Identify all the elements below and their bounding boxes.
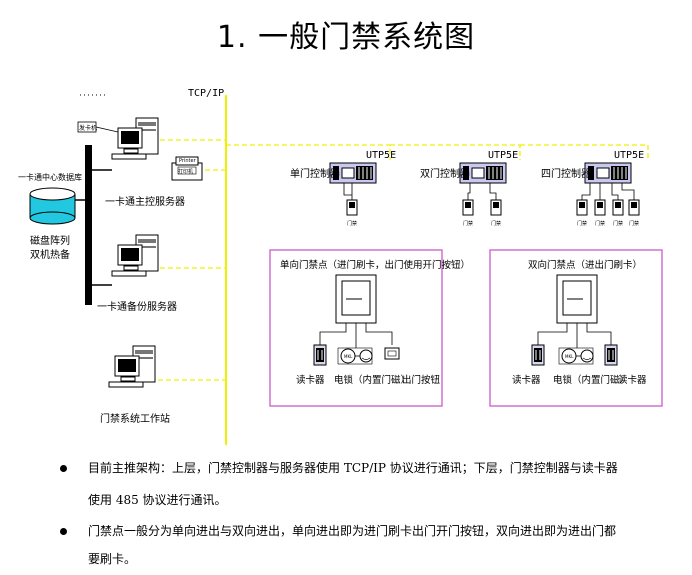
controller-3-reader-c-tag: 门禁 — [613, 220, 623, 227]
bullet-dot-icon — [60, 528, 67, 535]
controller-3-reader-a-icon — [576, 199, 588, 216]
controller-3-label: 四门控制器 — [541, 167, 591, 180]
double-panel-lock-text: MKL — [565, 354, 574, 359]
four-door-controller-icon — [584, 162, 632, 184]
double-panel-door-icon — [556, 274, 598, 324]
printer-screen-text: Printer — [179, 158, 197, 164]
database-icon — [29, 187, 76, 225]
single-panel-reader-label: 读卡器 — [296, 374, 325, 386]
single-panel-door-icon — [335, 274, 377, 324]
single-panel-reader-icon — [313, 344, 327, 366]
controller-3-reader-a-tag: 门禁 — [577, 220, 587, 227]
main-server-label: 一卡通主控服务器 — [105, 195, 185, 208]
bullet-dot-icon — [60, 465, 67, 472]
controller-3-reader-b-icon — [594, 199, 606, 216]
storage-label-2: 双机热备 — [30, 248, 70, 261]
exit-button-label: 出门按钮 — [402, 374, 441, 386]
bullet-1-line-1: 目前主推架构：上层，门禁控制器与服务器使用 TCP/IP 协议进行通讯；下层，门… — [88, 461, 618, 475]
double-panel-reader-right-label: 读卡器 — [618, 374, 647, 386]
bullet-2-line-1: 门禁点一般分为单向进出与双向进出，单向进出即为进门刷卡出门开门按钮，双向进出即为… — [88, 524, 617, 538]
printer-tag: 打印机 — [178, 168, 193, 175]
single-panel-lock-label: 电锁（内置门磁） — [334, 374, 410, 386]
double-panel-lock-icon — [558, 347, 594, 365]
double-panel-reader-left-label: 读卡器 — [512, 374, 541, 386]
double-panel-reader-left-icon — [531, 344, 545, 366]
controller-1-reader-tag: 门禁 — [347, 220, 357, 227]
bullet-1-line-2: 使用 485 协议进行通讯。 — [88, 493, 227, 507]
controller-2-label: 双门控制器 — [420, 167, 470, 180]
controller-3-reader-b-tag: 门禁 — [595, 220, 605, 227]
single-panel-lock-icon — [337, 347, 373, 365]
controller-3-reader-d-icon — [628, 199, 640, 216]
database-title: 一卡通中心数据库 — [18, 172, 82, 182]
double-panel-title: 双向门禁点（进出门刷卡） — [528, 259, 642, 271]
bullet-2-line-2: 要刷卡。 — [88, 552, 137, 566]
controller-2-model: UTP5E — [488, 150, 518, 161]
controller-1-reader-icon — [346, 199, 358, 216]
exit-button-icon — [384, 347, 400, 360]
server-rack-bar — [85, 145, 92, 305]
storage-label-1: 磁盘阵列 — [30, 234, 70, 247]
camera-tag: 发卡机 — [79, 124, 97, 132]
controller-2-reader-a-icon — [462, 199, 474, 216]
controller-2-reader-a-tag: 门禁 — [463, 220, 473, 227]
tcpip-label: TCP/IP — [188, 88, 224, 99]
double-panel-lock-label: 电锁（内置门磁） — [553, 374, 629, 386]
backup-server-label: 一卡通备份服务器 — [97, 300, 177, 313]
controller-1-label: 单门控制器 — [290, 167, 340, 180]
page-title: 1. 一般门禁系统图 — [216, 20, 476, 55]
workstation-icon — [108, 345, 156, 388]
single-panel-title: 单向门禁点（进门刷卡，出门使用开门按钮） — [280, 259, 470, 271]
single-panel-lock-text: MKL — [344, 354, 353, 359]
network-links — [150, 139, 649, 381]
single-direction-panel — [269, 249, 443, 407]
controller-2-reader-b-icon — [490, 199, 502, 216]
controller-3-reader-d-tag: 门禁 — [629, 220, 639, 227]
printer-icon — [171, 156, 203, 181]
controller-3-model: UTP5E — [614, 150, 644, 161]
main-server-icon — [111, 117, 159, 160]
controller-3-reader-c-icon — [612, 199, 624, 216]
double-panel-reader-right-icon — [604, 344, 618, 366]
bullet-item-2: 门禁点一般分为单向进出与双向进出，单向进出即为进门刷卡出门开门按钮，双向进出即为… — [60, 521, 660, 569]
bullet-item-1: 目前主推架构：上层，门禁控制器与服务器使用 TCP/IP 协议进行通讯；下层，门… — [60, 458, 660, 510]
workstation-label: 门禁系统工作站 — [100, 412, 170, 425]
controller-1-model: UTP5E — [366, 150, 396, 161]
bi-direction-panel — [489, 249, 663, 407]
backup-server-icon — [111, 234, 159, 277]
controller-2-reader-b-tag: 门禁 — [491, 220, 501, 227]
